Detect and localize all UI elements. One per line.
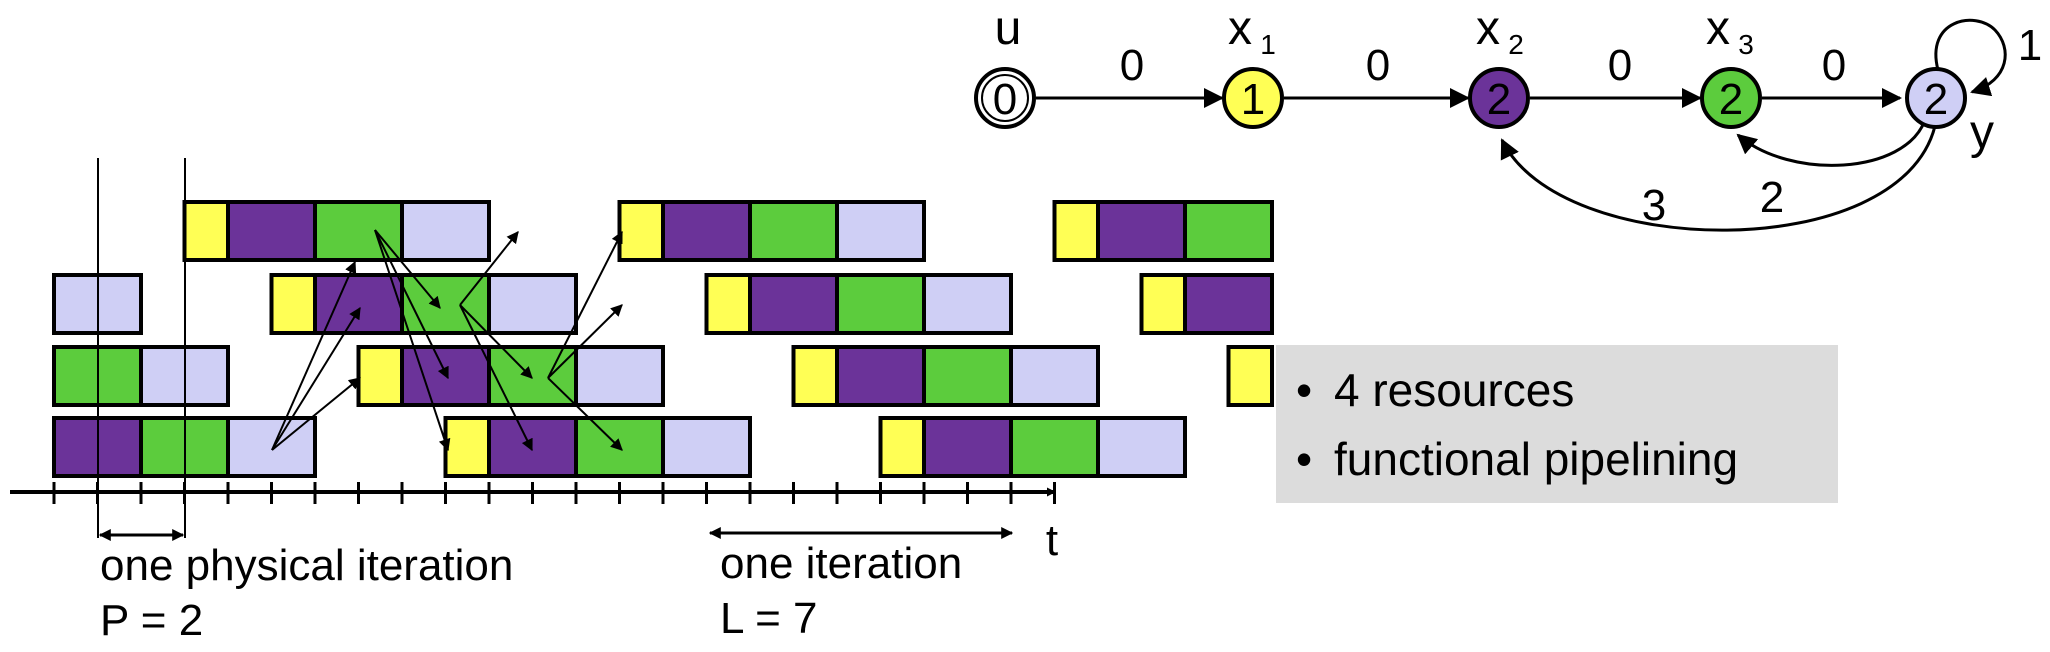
schedule-cell-purple [487,416,578,478]
schedule-cell-purple [1096,200,1187,262]
schedule-cell-purple [1183,273,1274,335]
schedule-cell-purple [835,345,926,407]
edge-y-x3 [1736,119,1927,167]
schedule-cell-green [922,345,1013,407]
node-weight: 0 [993,75,1017,124]
edge-y-x2 [1500,125,1937,232]
node-x3: 2 x 3 [1700,2,1762,129]
schedule-cell-lavender [400,200,491,262]
schedule-cell-purple [661,200,752,262]
edge-label-y-x3: 2 [1760,173,1784,222]
node-u: 0 u [974,2,1036,129]
schedule-cell-yellow [791,345,839,407]
schedule-cell-yellow [182,200,230,262]
schedule-cell-yellow [1052,200,1100,262]
schedule-cell-purple [922,416,1013,478]
edge-label-y-self: 1 [2018,21,2042,70]
dependency-graph: 0 0 0 0 1 2 3 0 u 1 x 1 2 x 2 2 x [974,2,2042,232]
schedule-cell-green [313,200,404,262]
schedule-cell-lavender [574,345,665,407]
edge-label-u-x1: 0 [1120,41,1144,90]
time-axis-ticks [52,482,1056,504]
node-name: y [1970,106,1994,159]
node-name: x [1476,2,1500,55]
schedule-cell-lavender [835,200,926,262]
schedule-cell-lavender [1009,345,1100,407]
schedule-cell-purple [226,200,317,262]
p-label: P = 2 [100,596,203,645]
node-name: u [995,2,1022,55]
schedule-cell-green [748,200,839,262]
node-name: x [1706,2,1730,55]
time-axis-label: t [1046,516,1058,565]
node-weight: 2 [1487,75,1511,124]
node-subscript: 3 [1738,29,1754,60]
schedule-cell-lavender [1096,416,1187,478]
schedule-cell-green [1009,416,1100,478]
info-bullet: • [1296,364,1312,416]
schedule-cell-yellow [878,416,926,478]
info-bullet: • [1296,433,1312,485]
schedule-cell-green [487,345,578,407]
edge-y-self-loop [1934,18,2007,97]
node-subscript: 2 [1508,29,1524,60]
info-item-pipelining: functional pipelining [1334,433,1738,485]
schedule-cell-lavender [487,273,578,335]
schedule-cell-yellow [617,200,665,262]
node-weight: 1 [1241,75,1265,124]
schedule-cell-yellow [1139,273,1187,335]
info-box: • 4 resources • functional pipelining [1276,345,1838,503]
info-item-resources: 4 resources [1334,364,1574,416]
schedule-cell-lavender [661,416,752,478]
schedule-cell-green [1183,200,1274,262]
schedule-cell-lavender [922,273,1013,335]
edge-label-x3-y: 0 [1822,41,1846,90]
schedule-cells [52,200,1274,478]
node-weight: 2 [1924,75,1948,124]
physical-iteration-label: one physical iteration [100,541,513,590]
edge-label-y-x2: 3 [1642,181,1666,230]
schedule-chart: t one physical iteration P = 2 one itera… [10,158,1274,645]
schedule-cell-yellow [443,416,491,478]
schedule-cell-yellow [704,273,752,335]
edge-label-x2-x3: 0 [1608,41,1632,90]
edge-label-x1-x2: 0 [1366,41,1390,90]
schedule-cell-yellow [269,273,317,335]
node-weight: 2 [1719,75,1743,124]
schedule-cell-purple [313,273,404,335]
schedule-cell-purple [748,273,839,335]
schedule-cell-yellow [356,345,404,407]
schedule-cell-yellow [1226,345,1274,407]
dependency-arrows [271,229,623,452]
node-subscript: 1 [1260,29,1276,60]
l-label: L = 7 [720,594,817,643]
schedule-cell-purple [400,345,491,407]
node-y: 2 y [1905,67,1994,159]
schedule-cell-green [835,273,926,335]
node-x2: 2 x 2 [1468,2,1530,129]
node-x1: 1 x 1 [1222,2,1284,129]
iteration-label: one iteration [720,539,962,588]
node-name: x [1228,2,1252,55]
